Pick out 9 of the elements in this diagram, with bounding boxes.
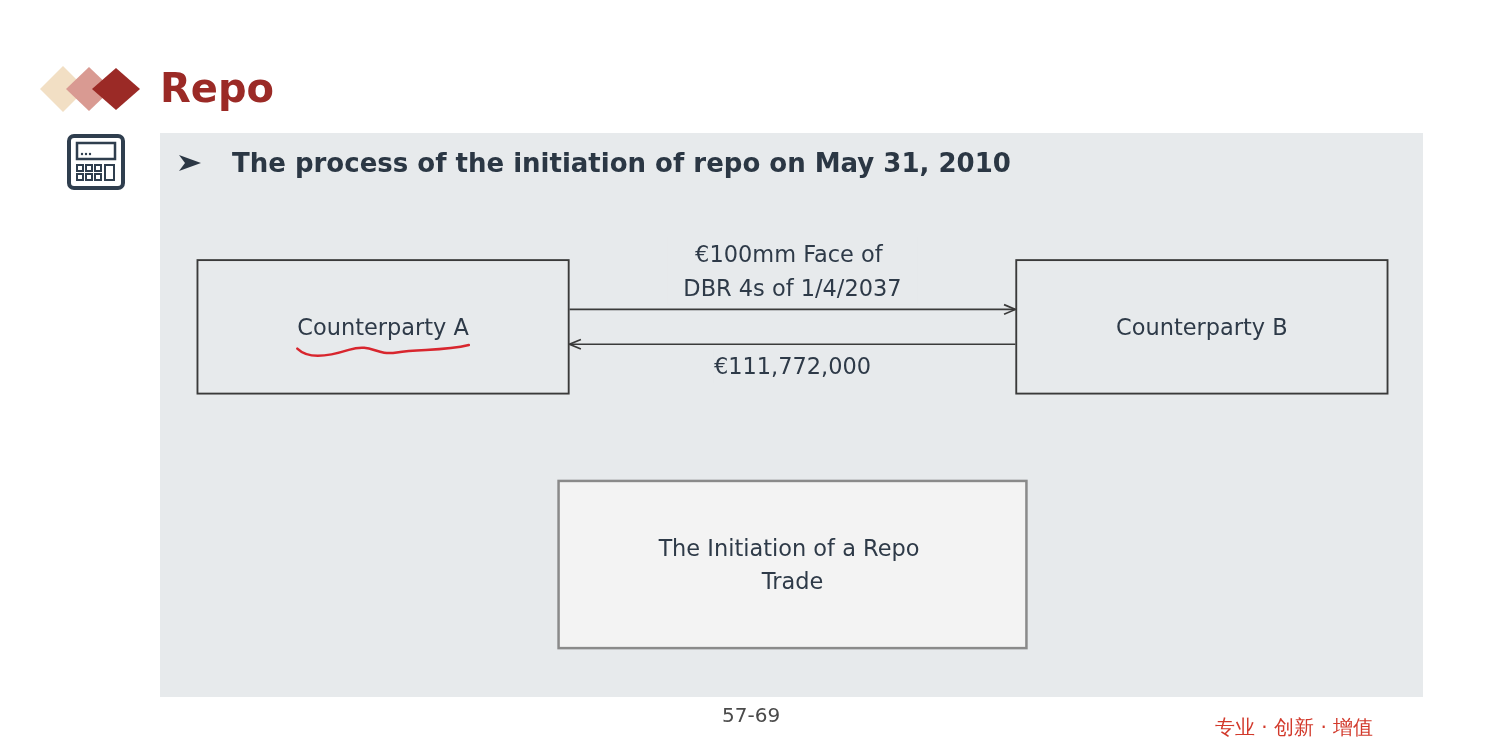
arrow: [568, 303, 1017, 316]
subtitle: The process of the initiation of repo on May 31, 2010: [232, 147, 1011, 180]
page-number: 57-69: [722, 702, 781, 728]
party-box: Counterparty A: [196, 259, 570, 395]
slide-title: Repo: [160, 64, 275, 112]
party-box: Counterparty B: [1015, 259, 1389, 395]
footer-slogan: 专业 · 创新 · 增值: [1215, 714, 1374, 740]
arrow: [568, 338, 1017, 350]
caption-box: The Initiation of a Repo Trade: [557, 479, 1028, 650]
